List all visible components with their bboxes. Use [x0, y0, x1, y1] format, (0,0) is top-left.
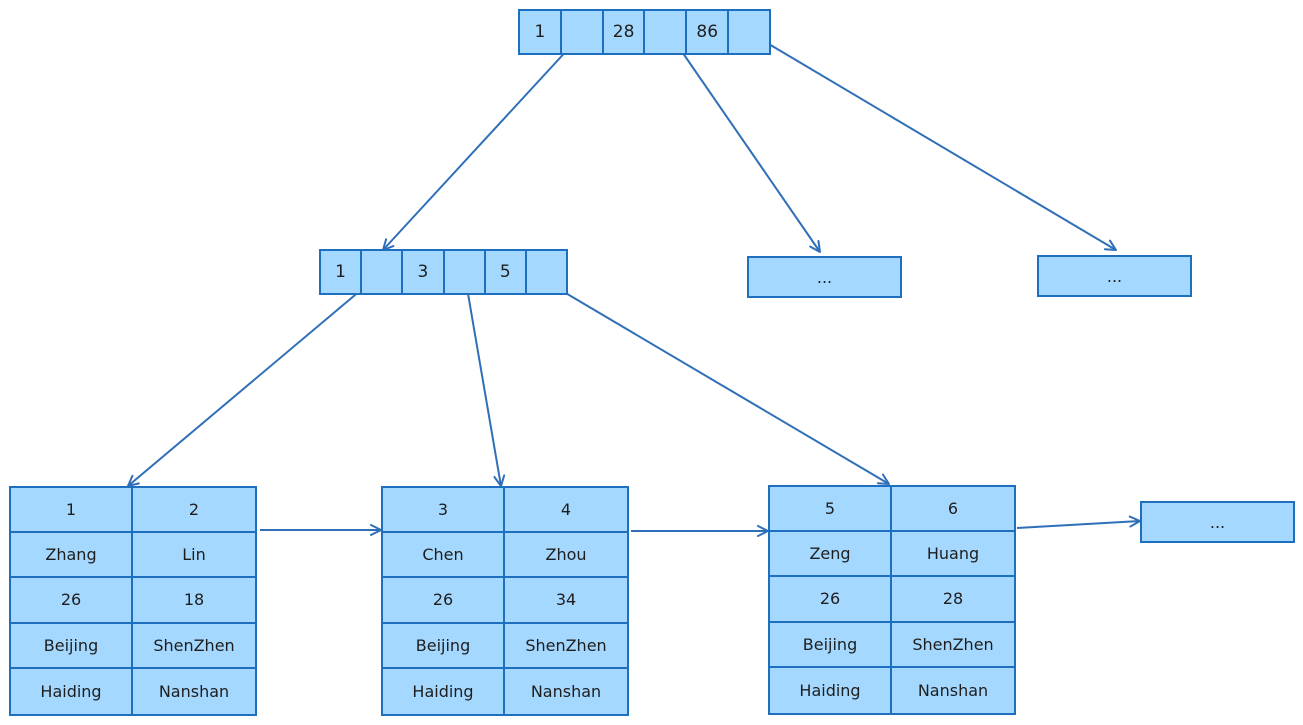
leaf-cell: Lin: [133, 533, 255, 579]
leaf-node-2: 3 4 Chen Zhou 26 34 Beijing ShenZhen Hai…: [381, 486, 629, 716]
leaf-cell: 3: [383, 488, 505, 534]
root-pointer-cell: [645, 11, 688, 53]
leaf-cell: Nanshan: [530, 681, 602, 701]
leaf-cell: Chen: [383, 533, 505, 579]
edge-internal-to-leaf-2: [465, 281, 506, 487]
internal-pointer-cell: [527, 251, 566, 293]
mid-ellipsis-node: ...: [747, 256, 902, 298]
leaf-cell: 26: [11, 578, 133, 624]
leaf-cell: Haiding: [11, 668, 133, 714]
leaf-cell: 1: [11, 488, 133, 534]
internal-key-cell: 5: [486, 251, 527, 293]
internal-pointer-cell: [445, 251, 486, 293]
edge-root-to-mid-node: [677, 45, 821, 253]
root-key-cell: 1: [520, 11, 562, 53]
leaf-cell: 26: [383, 578, 505, 624]
leaf-cell: 4: [505, 488, 627, 534]
leaf-cell: 6: [892, 487, 1014, 533]
leaf-cell: 26: [770, 577, 892, 623]
leaf-node-3: 5 6 Zeng Huang 26 28 Beijing ShenZhen Ha…: [768, 485, 1016, 715]
leaf-cell: Beijing: [770, 622, 892, 668]
leaf-cell: 28: [892, 577, 1014, 623]
leaf-cell: 2: [133, 488, 255, 534]
leaf-node-1: 1 2 Zhang Lin 26 18 Beijing ShenZhen Hai…: [9, 486, 257, 716]
right-ellipsis-node: ...: [1037, 255, 1192, 297]
leaf-cell: Nanshan: [158, 681, 230, 701]
leaf-next-ellipsis-node: ...: [1140, 501, 1295, 543]
root-pointer-cell: [729, 11, 769, 53]
root-pointer-cell: [562, 11, 604, 53]
root-key-cell: 86: [687, 11, 730, 53]
internal-key-cell: 1: [321, 251, 363, 293]
leaf-cell: Zhang: [11, 533, 133, 579]
edge-leaf-3-to-leaf-next: [1016, 515, 1141, 529]
leaf-cell: 18: [133, 578, 255, 624]
edge-internal-to-leaf-3: [546, 281, 890, 485]
leaf-cell: Zhou: [505, 533, 627, 579]
internal-key-cell: 3: [403, 251, 445, 293]
leaf-cell: Haiding: [383, 668, 505, 714]
edge-root-to-right-node: [751, 33, 1117, 251]
leaf-cell: Haiding: [770, 667, 892, 713]
root-key-cell: 28: [604, 11, 646, 53]
leaf-cell: Beijing: [383, 623, 505, 669]
leaf-cell: Nanshan: [917, 680, 989, 700]
leaf-cell: Zeng: [770, 532, 892, 578]
internal-node: 1 3 5: [319, 249, 568, 295]
leaf-cell: ShenZhen: [892, 623, 1014, 668]
edge-internal-to-leaf-1: [127, 273, 381, 487]
root-node: 1 28 86: [518, 9, 771, 55]
leaf-cell: ShenZhen: [133, 624, 255, 669]
leaf-cell: 34: [505, 578, 627, 624]
leaf-cell: ShenZhen: [505, 624, 627, 669]
edge-root-to-internal: [382, 33, 583, 251]
internal-pointer-cell: [362, 251, 404, 293]
leaf-cell: Huang: [892, 532, 1014, 578]
leaf-cell: 5: [770, 487, 892, 533]
leaf-cell: Beijing: [11, 623, 133, 669]
